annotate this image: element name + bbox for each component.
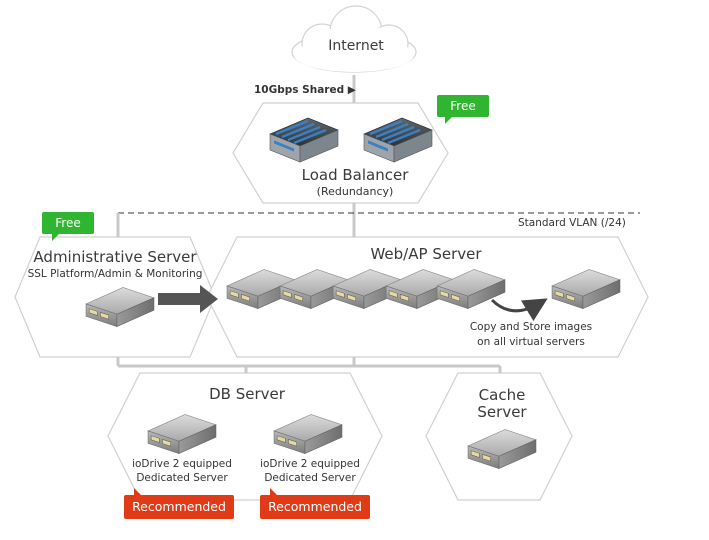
admin-to-web-arrow-icon [158, 285, 218, 313]
load-balancer-subtitle: (Redundancy) [316, 185, 394, 198]
db-unit-1-recommended-badge: Recommended [124, 488, 234, 519]
admin-free-badge: Free [42, 212, 94, 241]
web-server-note-line2: on all virtual servers [477, 336, 585, 348]
admin-server-title: Administrative Server [33, 248, 197, 266]
cache-server-title-line1: Cache [478, 386, 526, 404]
load-balancer-title: Load Balancer [301, 166, 409, 184]
db-unit-2-line2: Dedicated Server [264, 472, 356, 484]
vlan-label: Standard VLAN (/24) [518, 217, 626, 229]
copy-images-arrow-icon [490, 298, 548, 322]
load-balancer-free-badge: Free [437, 95, 489, 124]
web-server-title: Web/AP Server [370, 245, 482, 263]
db-unit-1-line2: Dedicated Server [136, 472, 228, 484]
db-server-title: DB Server [209, 385, 285, 403]
db-unit-2-line1: ioDrive 2 equipped [260, 458, 360, 470]
cache-server-title-line2: Server [477, 403, 527, 421]
db-unit-1-line1: ioDrive 2 equipped [132, 458, 232, 470]
internet-cloud-icon [291, 5, 417, 73]
db-unit-2-recommended-badge: Recommended [260, 488, 370, 519]
internet-label: Internet [328, 38, 384, 54]
web-server-note-line1: Copy and Store images [469, 321, 593, 333]
link-speed-label: 10Gbps Shared ▶ [254, 84, 356, 96]
admin-server-subtitle: SSL Platform/Admin & Monitoring [27, 268, 203, 280]
